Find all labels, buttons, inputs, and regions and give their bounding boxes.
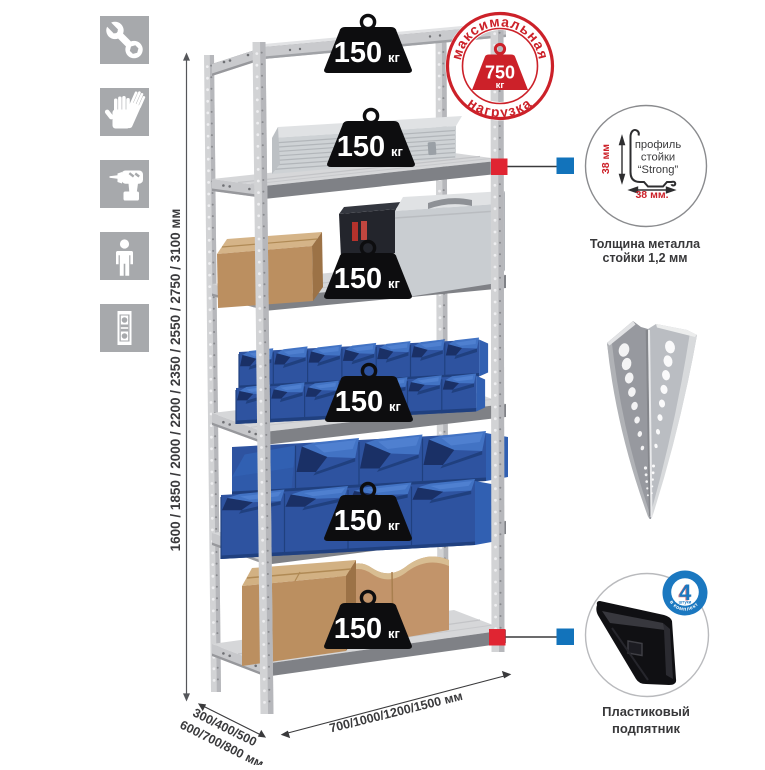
svg-text:4: 4: [678, 581, 691, 606]
svg-text:4: 4: [679, 580, 692, 605]
svg-text:1600 / 1850 / 2000 / 2200 / 23: 1600 / 1850 / 2000 / 2200 / 2350 / 2550 …: [168, 209, 183, 552]
svg-text:профиль: профиль: [635, 139, 681, 151]
svg-text:штуки: штуки: [679, 600, 692, 605]
svg-text:150: 150: [334, 263, 382, 295]
svg-text:38 мм.: 38 мм.: [635, 189, 668, 201]
svg-text:Пластиковый: Пластиковый: [602, 704, 690, 719]
svg-text:кг: кг: [496, 80, 505, 91]
svg-text:“Strong”: “Strong”: [638, 164, 679, 176]
svg-text:Толщина металла: Толщина металла: [590, 237, 701, 251]
svg-text:150: 150: [334, 37, 382, 69]
svg-text:кг: кг: [388, 276, 401, 291]
svg-text:750: 750: [485, 63, 515, 83]
svg-text:кг: кг: [388, 50, 401, 65]
svg-text:стойки 1,2 мм: стойки 1,2 мм: [603, 251, 688, 265]
svg-text:подпятник: подпятник: [612, 721, 681, 736]
svg-text:150: 150: [337, 131, 385, 163]
svg-text:150: 150: [334, 613, 382, 645]
svg-text:150: 150: [334, 505, 382, 537]
svg-text:стойки: стойки: [641, 152, 675, 164]
svg-text:38 мм: 38 мм: [600, 144, 612, 174]
svg-text:кг: кг: [389, 399, 402, 414]
svg-text:кг: кг: [391, 144, 404, 159]
svg-text:кг: кг: [388, 626, 401, 641]
svg-text:150: 150: [335, 386, 383, 418]
svg-text:кг: кг: [388, 518, 401, 533]
